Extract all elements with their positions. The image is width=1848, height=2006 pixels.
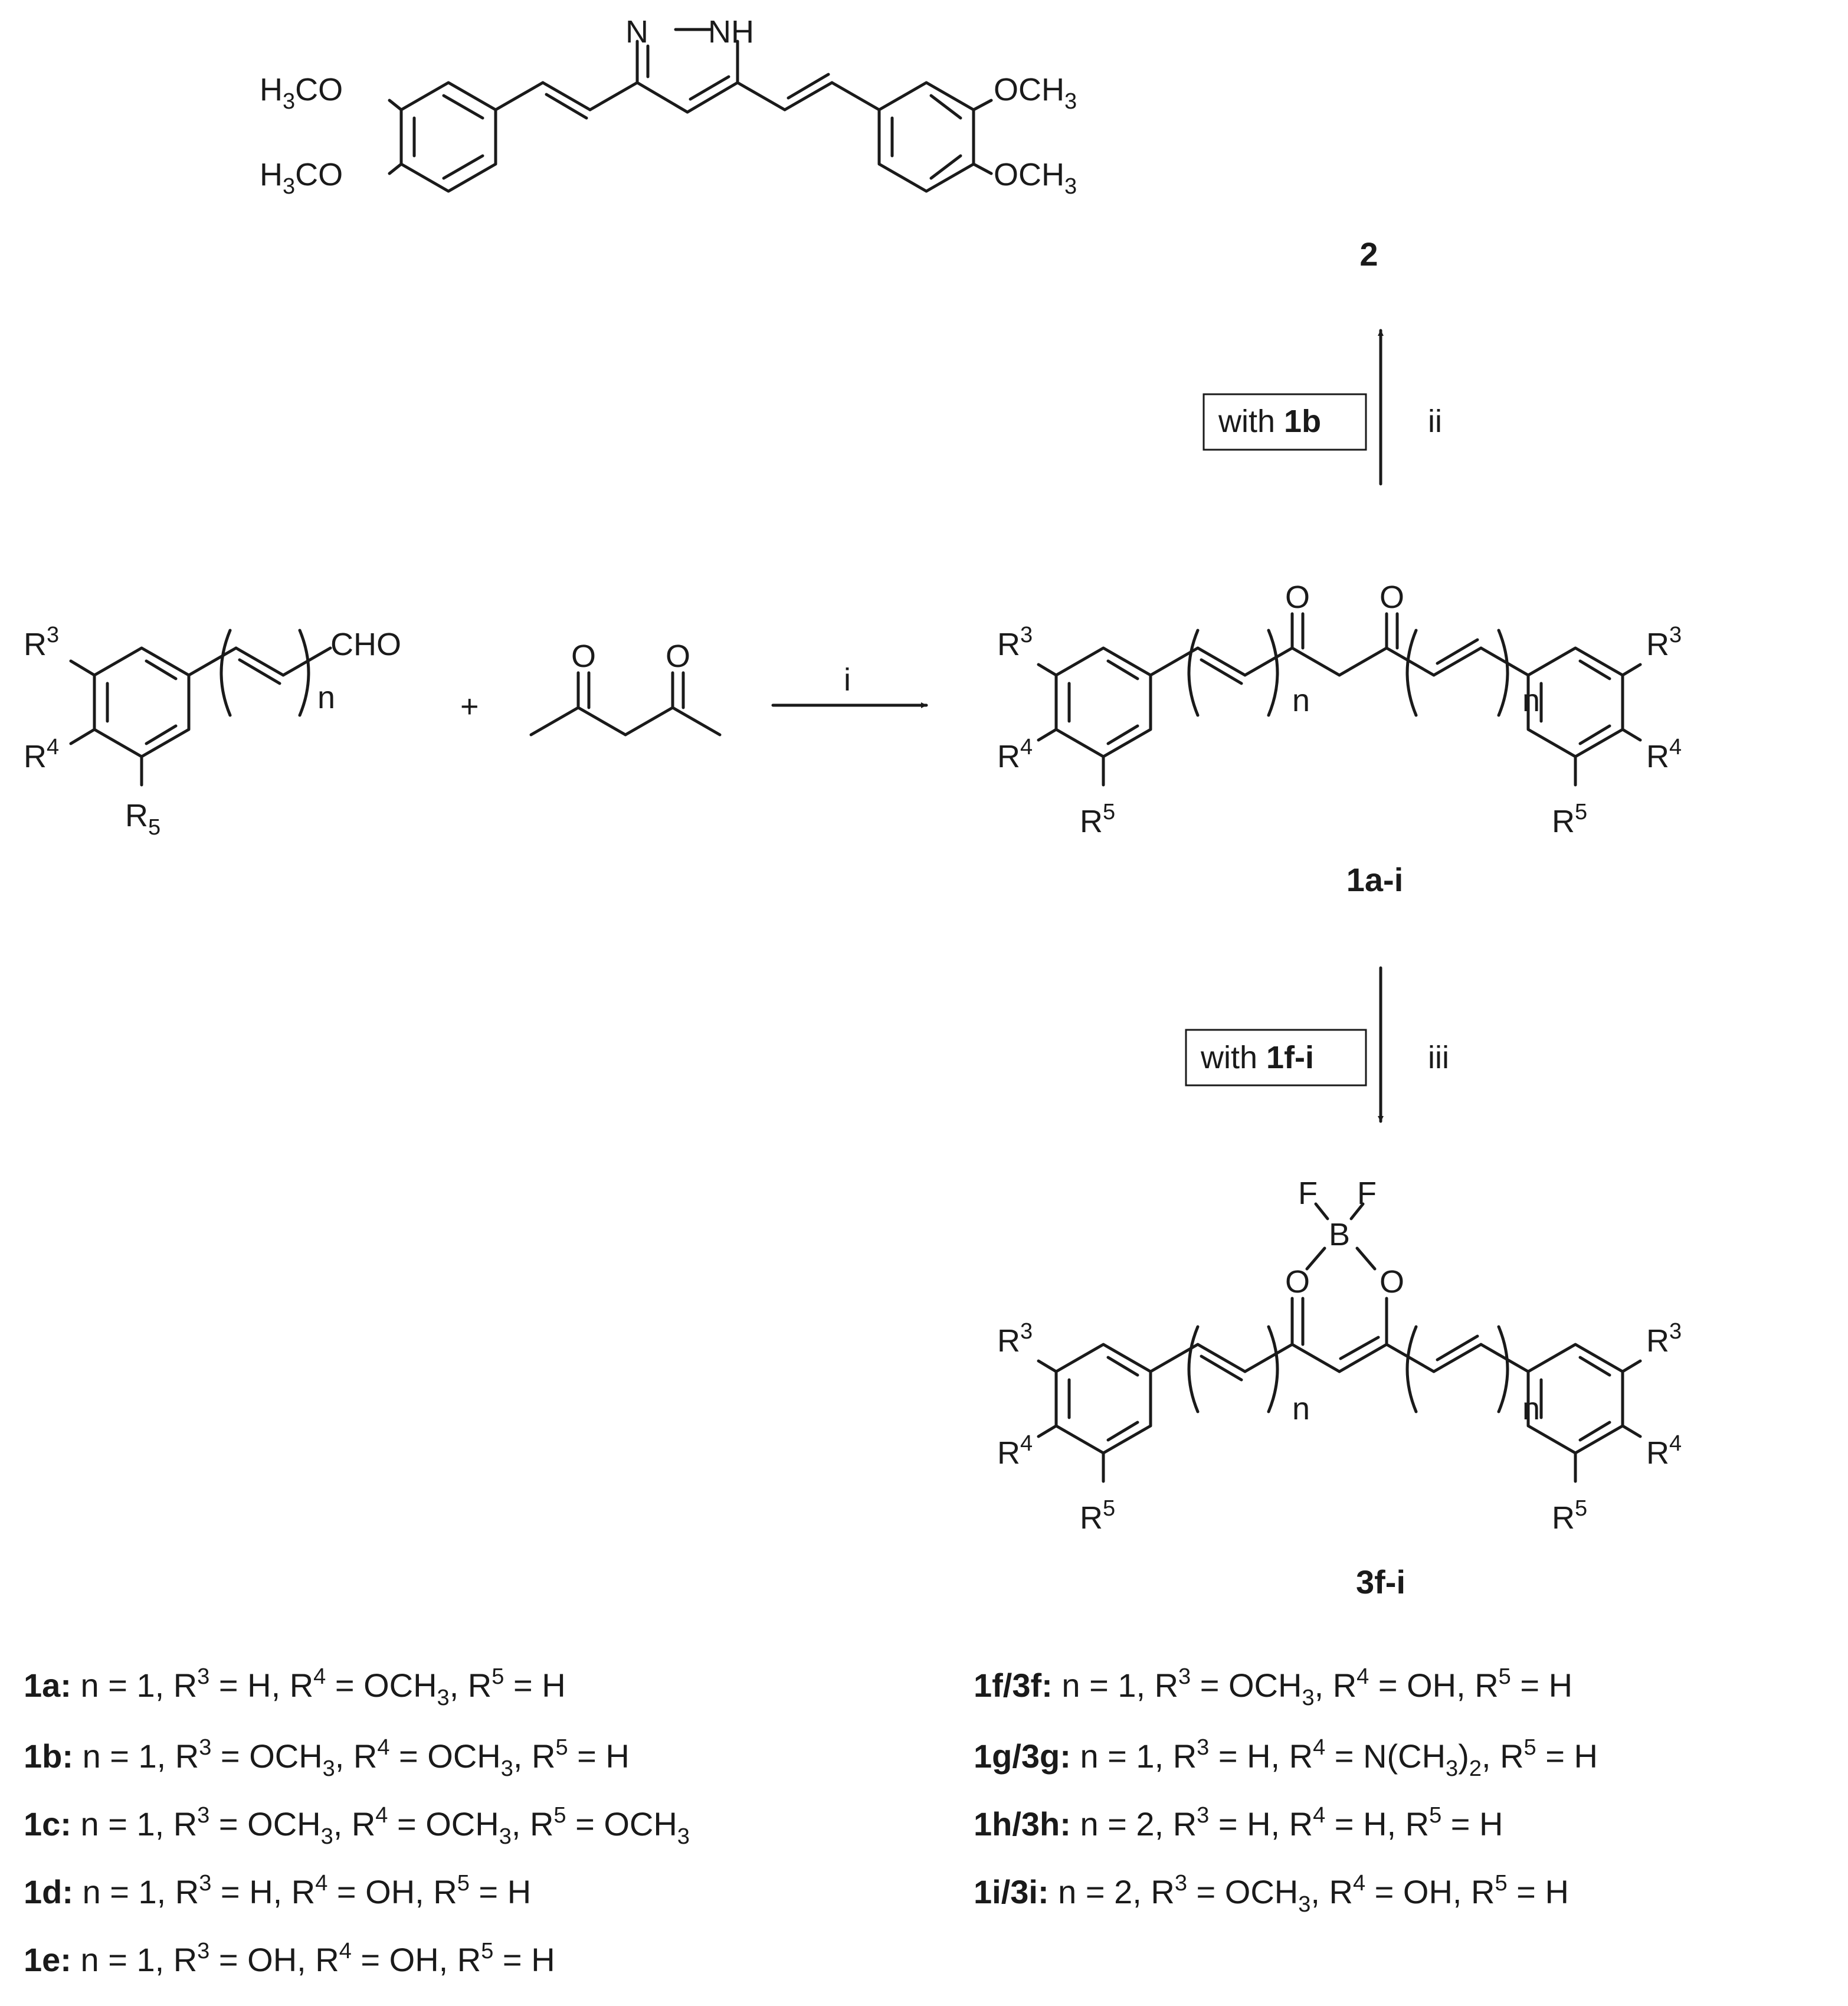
svg-text:n: n <box>1522 683 1540 718</box>
atom-label: OCH3 <box>994 157 1077 199</box>
svg-text:O: O <box>1285 580 1310 615</box>
svg-text:O: O <box>1380 1264 1404 1300</box>
svg-text:R3: R3 <box>1646 1319 1682 1359</box>
svg-text:R3: R3 <box>1646 623 1682 662</box>
atom-label: H3CO <box>260 157 343 199</box>
svg-text:R4: R4 <box>1646 735 1682 774</box>
svg-text:n: n <box>1292 683 1310 718</box>
svg-text:R5: R5 <box>125 798 160 840</box>
compound-2-structure <box>388 28 993 193</box>
svg-text:O: O <box>1380 580 1404 615</box>
atom-label: H3CO <box>260 72 343 114</box>
svg-text:R4: R4 <box>1646 1431 1682 1471</box>
svg-text:n: n <box>1522 1391 1540 1426</box>
plus-sign: + <box>460 689 479 724</box>
svg-text:R3: R3 <box>997 623 1033 662</box>
svg-text:CHO: CHO <box>330 627 401 662</box>
condition-with-1f-i: with 1f-i <box>1200 1040 1314 1075</box>
svg-text:n: n <box>1292 1391 1310 1426</box>
compound-3-labels: F F B O O R3 R4 R5 n n R3 R4 R5 <box>997 1176 1682 1536</box>
condition-box-1f-i <box>1185 1029 1367 1087</box>
acetylacetone-structure <box>529 671 722 737</box>
svg-text:R4: R4 <box>997 1431 1033 1471</box>
legend-entry-1e: 1e: n = 1, R3 = OH, R4 = OH, R5 = H <box>24 1939 555 1978</box>
step-i-label: i <box>844 662 851 698</box>
svg-text:R5: R5 <box>1552 800 1587 839</box>
svg-text:R3: R3 <box>997 1319 1033 1359</box>
svg-text:F: F <box>1298 1176 1318 1211</box>
condition-with-1b: with 1b <box>1218 404 1321 439</box>
legend-entry-1c: 1c: n = 1, R3 = OCH3, R4 = OCH3, R5 = OC… <box>24 1803 690 1849</box>
compound-3-structure <box>1037 1202 1642 1483</box>
svg-text:O: O <box>1285 1264 1310 1300</box>
atom-label: N <box>625 14 648 50</box>
svg-text:R5: R5 <box>1552 1496 1587 1536</box>
compound-3-label: 3f-i <box>1356 1563 1405 1601</box>
legend-entry-1d: 1d: n = 1, R3 = H, R4 = OH, R5 = H <box>24 1871 531 1910</box>
aldehyde-labels: R3 R4 R5 n CHO <box>24 623 401 840</box>
legend-entry-1g3g: 1g/3g: n = 1, R3 = H, R4 = N(CH3)2, R5 =… <box>974 1735 1598 1781</box>
compound-1-label: 1a-i <box>1346 861 1404 898</box>
svg-text:R5: R5 <box>1080 800 1115 839</box>
legend-entry-1i3i: 1i/3i: n = 2, R3 = OCH3, R4 = OH, R5 = H <box>974 1871 1569 1917</box>
legend-entry-1f3f: 1f/3f: n = 1, R3 = OCH3, R4 = OH, R5 = H <box>974 1664 1572 1710</box>
svg-text:R4: R4 <box>24 735 59 774</box>
legend-entry-1h3h: 1h/3h: n = 2, R3 = H, R4 = H, R5 = H <box>974 1803 1503 1843</box>
compound-1-labels: O O R3 R4 R5 n n R3 R4 R5 <box>997 580 1682 839</box>
step-ii-label: ii <box>1428 404 1442 439</box>
substituent-legend: 1a: n = 1, R3 = H, R4 = OCH3, R5 = H 1b: … <box>24 1664 1598 1978</box>
svg-text:R4: R4 <box>997 735 1033 774</box>
oxygen-label: O <box>666 639 690 674</box>
svg-text:B: B <box>1329 1217 1350 1252</box>
svg-text:R5: R5 <box>1080 1496 1115 1536</box>
condition-box-1b <box>1202 393 1367 451</box>
svg-text:R3: R3 <box>24 623 59 662</box>
compound-1-structure <box>1037 612 1642 787</box>
svg-text:n: n <box>317 680 335 715</box>
compound-2-atom-labels: N NH H3CO H3CO OCH3 OCH3 <box>260 14 1077 199</box>
legend-entry-1a: 1a: n = 1, R3 = H, R4 = OCH3, R5 = H <box>24 1664 566 1710</box>
aldehyde-structure <box>69 629 332 787</box>
compound-2-label: 2 <box>1359 235 1378 273</box>
oxygen-label: O <box>571 639 596 674</box>
legend-entry-1b: 1b: n = 1, R3 = OCH3, R4 = OCH3, R5 = H <box>24 1735 630 1781</box>
step-iii-label: iii <box>1428 1040 1449 1075</box>
atom-label: NH <box>708 14 754 50</box>
svg-text:F: F <box>1357 1176 1377 1211</box>
atom-label: OCH3 <box>994 72 1077 114</box>
